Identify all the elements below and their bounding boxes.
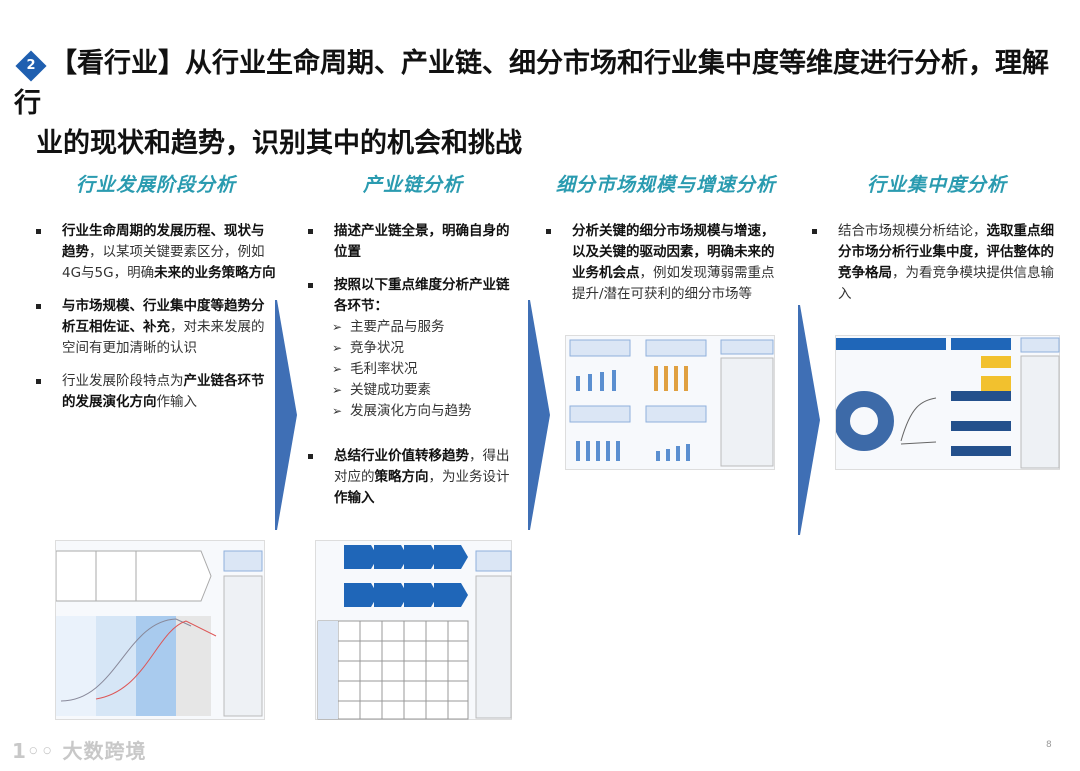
bullet-text: ，为看竞争模块提供信息输入	[838, 265, 1054, 302]
sub-list: 主要产品与服务竞争状况毛利率状况关键成功要素发展演化方向与趋势	[332, 317, 518, 422]
bullet-text: ，以某项关键要素区分，例如4G与5G，明确	[62, 244, 265, 281]
chevron-arrow-icon	[275, 300, 297, 530]
bullet-text: 与市场规模、行业集中度等趋势分析互相佐证、补充	[62, 298, 265, 335]
step-number-badge: 2	[15, 50, 47, 82]
industry-chain-thumbnail	[315, 540, 512, 720]
bullet-text: 结合市场规模分析结论，	[838, 223, 987, 239]
bullet-item: 行业生命周期的发展历程、现状与趋势，以某项关键要素区分，例如4G与5G，明确未来…	[36, 221, 276, 284]
column-heading: 行业发展阶段分析	[75, 174, 236, 196]
bullet-text: 作输入	[334, 490, 375, 506]
watermark-logo: 1◦◦ 大数跨境	[12, 739, 147, 763]
bullet-item: 结合市场规模分析结论，选取重点细分市场分析行业集中度，评估整体的竞争格局，为看竞…	[812, 221, 1062, 305]
sub-item: 竞争状况	[332, 338, 518, 359]
bullet-text: 按照以下重点维度分析产业链各环节：	[334, 277, 510, 314]
chevron-arrow-icon	[798, 305, 820, 535]
segment-market-thumbnail	[565, 335, 775, 470]
lifecycle-chart-thumbnail	[55, 540, 265, 720]
bullet-text: ，为业务设计	[428, 469, 510, 485]
sub-item: 关键成功要素	[332, 380, 518, 401]
page-title: 2【看行业】从行业生命周期、产业链、细分市场和行业集中度等维度进行分析，理解行 …	[14, 48, 1049, 159]
bullet-text: 描述产业链全景，明确自身的位置	[334, 223, 510, 260]
bullet-item: 总结行业价值转移趋势，得出对应的策略方向，为业务设计作输入	[308, 446, 518, 509]
bullet-item: 描述产业链全景，明确自身的位置	[308, 221, 518, 263]
bullet-item: 行业发展阶段特点为产业链各环节的发展演化方向作输入	[36, 371, 276, 413]
bullet-text: 选取重点细分市场分析行业集中度，评估整体的竞争格局	[838, 223, 1054, 281]
bullet-text: 行业发展阶段特点为	[62, 373, 184, 389]
column-lifecycle: 行业发展阶段分析 行业生命周期的发展历程、现状与趋势，以某项关键要素区分，例如4…	[36, 170, 276, 425]
concentration-thumbnail	[834, 335, 1060, 470]
sub-item: 发展演化方向与趋势	[332, 401, 518, 422]
bullet-text: 行业生命周期的发展历程、现状与趋势	[62, 223, 265, 260]
bullet-text: 未来的业务策略方向	[154, 265, 276, 281]
page-number: 8	[1046, 740, 1052, 750]
column-heading: 细分市场规模与增速分析	[555, 174, 776, 196]
sub-item: 主要产品与服务	[332, 317, 518, 338]
bullet-text: 分析关键的细分市场规模与增速，以及关键的驱动因素，明确未来的业务机会点	[572, 223, 775, 281]
bullet-item: 按照以下重点维度分析产业链各环节：主要产品与服务竞争状况毛利率状况关键成功要素发…	[308, 275, 518, 422]
bullet-text: 策略方向	[374, 469, 429, 485]
bullet-item: 与市场规模、行业集中度等趋势分析互相佐证、补充，对未来发展的空间有更加清晰的认识	[36, 296, 276, 359]
bullet-text: ，例如发现薄弱需重点提升/潜在可获利的细分市场等	[572, 265, 775, 302]
bullet-item: 分析关键的细分市场规模与增速，以及关键的驱动因素，明确未来的业务机会点，例如发现…	[546, 221, 786, 305]
column-heading: 产业链分析	[362, 174, 463, 196]
bullet-text: 产业链各环节的发展演化方向	[62, 373, 265, 410]
bullet-text: ，对未来发展的空间有更加清晰的认识	[62, 319, 265, 356]
bullet-text: 作输入	[156, 394, 198, 410]
column-heading: 行业集中度分析	[866, 174, 1007, 196]
column-segment-market: 细分市场规模与增速分析 分析关键的细分市场规模与增速，以及关键的驱动因素，明确未…	[546, 170, 786, 317]
column-concentration: 行业集中度分析 结合市场规模分析结论，选取重点细分市场分析行业集中度，评估整体的…	[812, 170, 1062, 317]
sub-item: 毛利率状况	[332, 359, 518, 380]
bullet-text: ，得出对应的	[334, 448, 510, 485]
bullet-text: 总结行业价值转移趋势	[334, 448, 469, 464]
chevron-arrow-icon	[528, 300, 550, 530]
column-industry-chain: 产业链分析 描述产业链全景，明确自身的位置按照以下重点维度分析产业链各环节：主要…	[308, 170, 518, 521]
